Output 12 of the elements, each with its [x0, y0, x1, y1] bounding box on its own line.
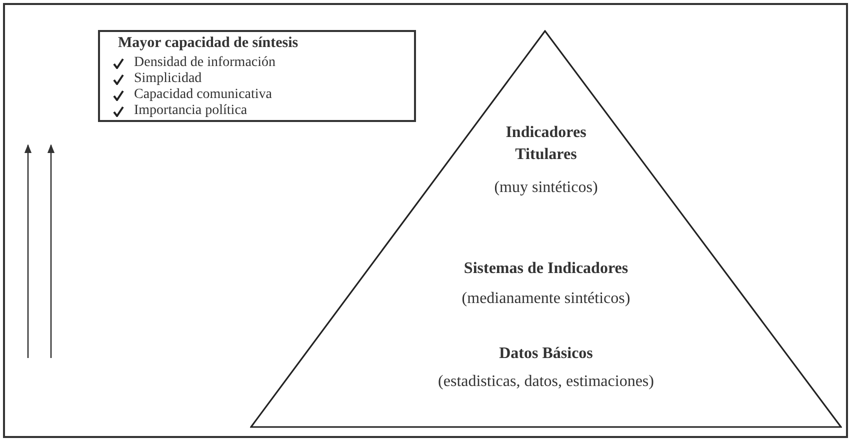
level-title: Sistemas de Indicadores [464, 259, 628, 279]
level-title: Indicadores Titulares [504, 123, 588, 165]
level-title: Datos Básicos [499, 344, 593, 364]
list-item: Densidad de información [134, 55, 276, 71]
level-description: (estadisticas, datos, estimaciones) [438, 372, 654, 392]
level-description: (muy sintéticos) [494, 178, 598, 198]
list-item: Importancia política [134, 103, 248, 119]
level-description: (medianamente sintéticos) [462, 289, 630, 309]
box-heading: Mayor capacidad de síntesis [118, 35, 298, 52]
list-item: Simplicidad [134, 71, 202, 87]
list-item: Capacidad comunicativa [134, 87, 272, 103]
info-box [98, 30, 416, 122]
